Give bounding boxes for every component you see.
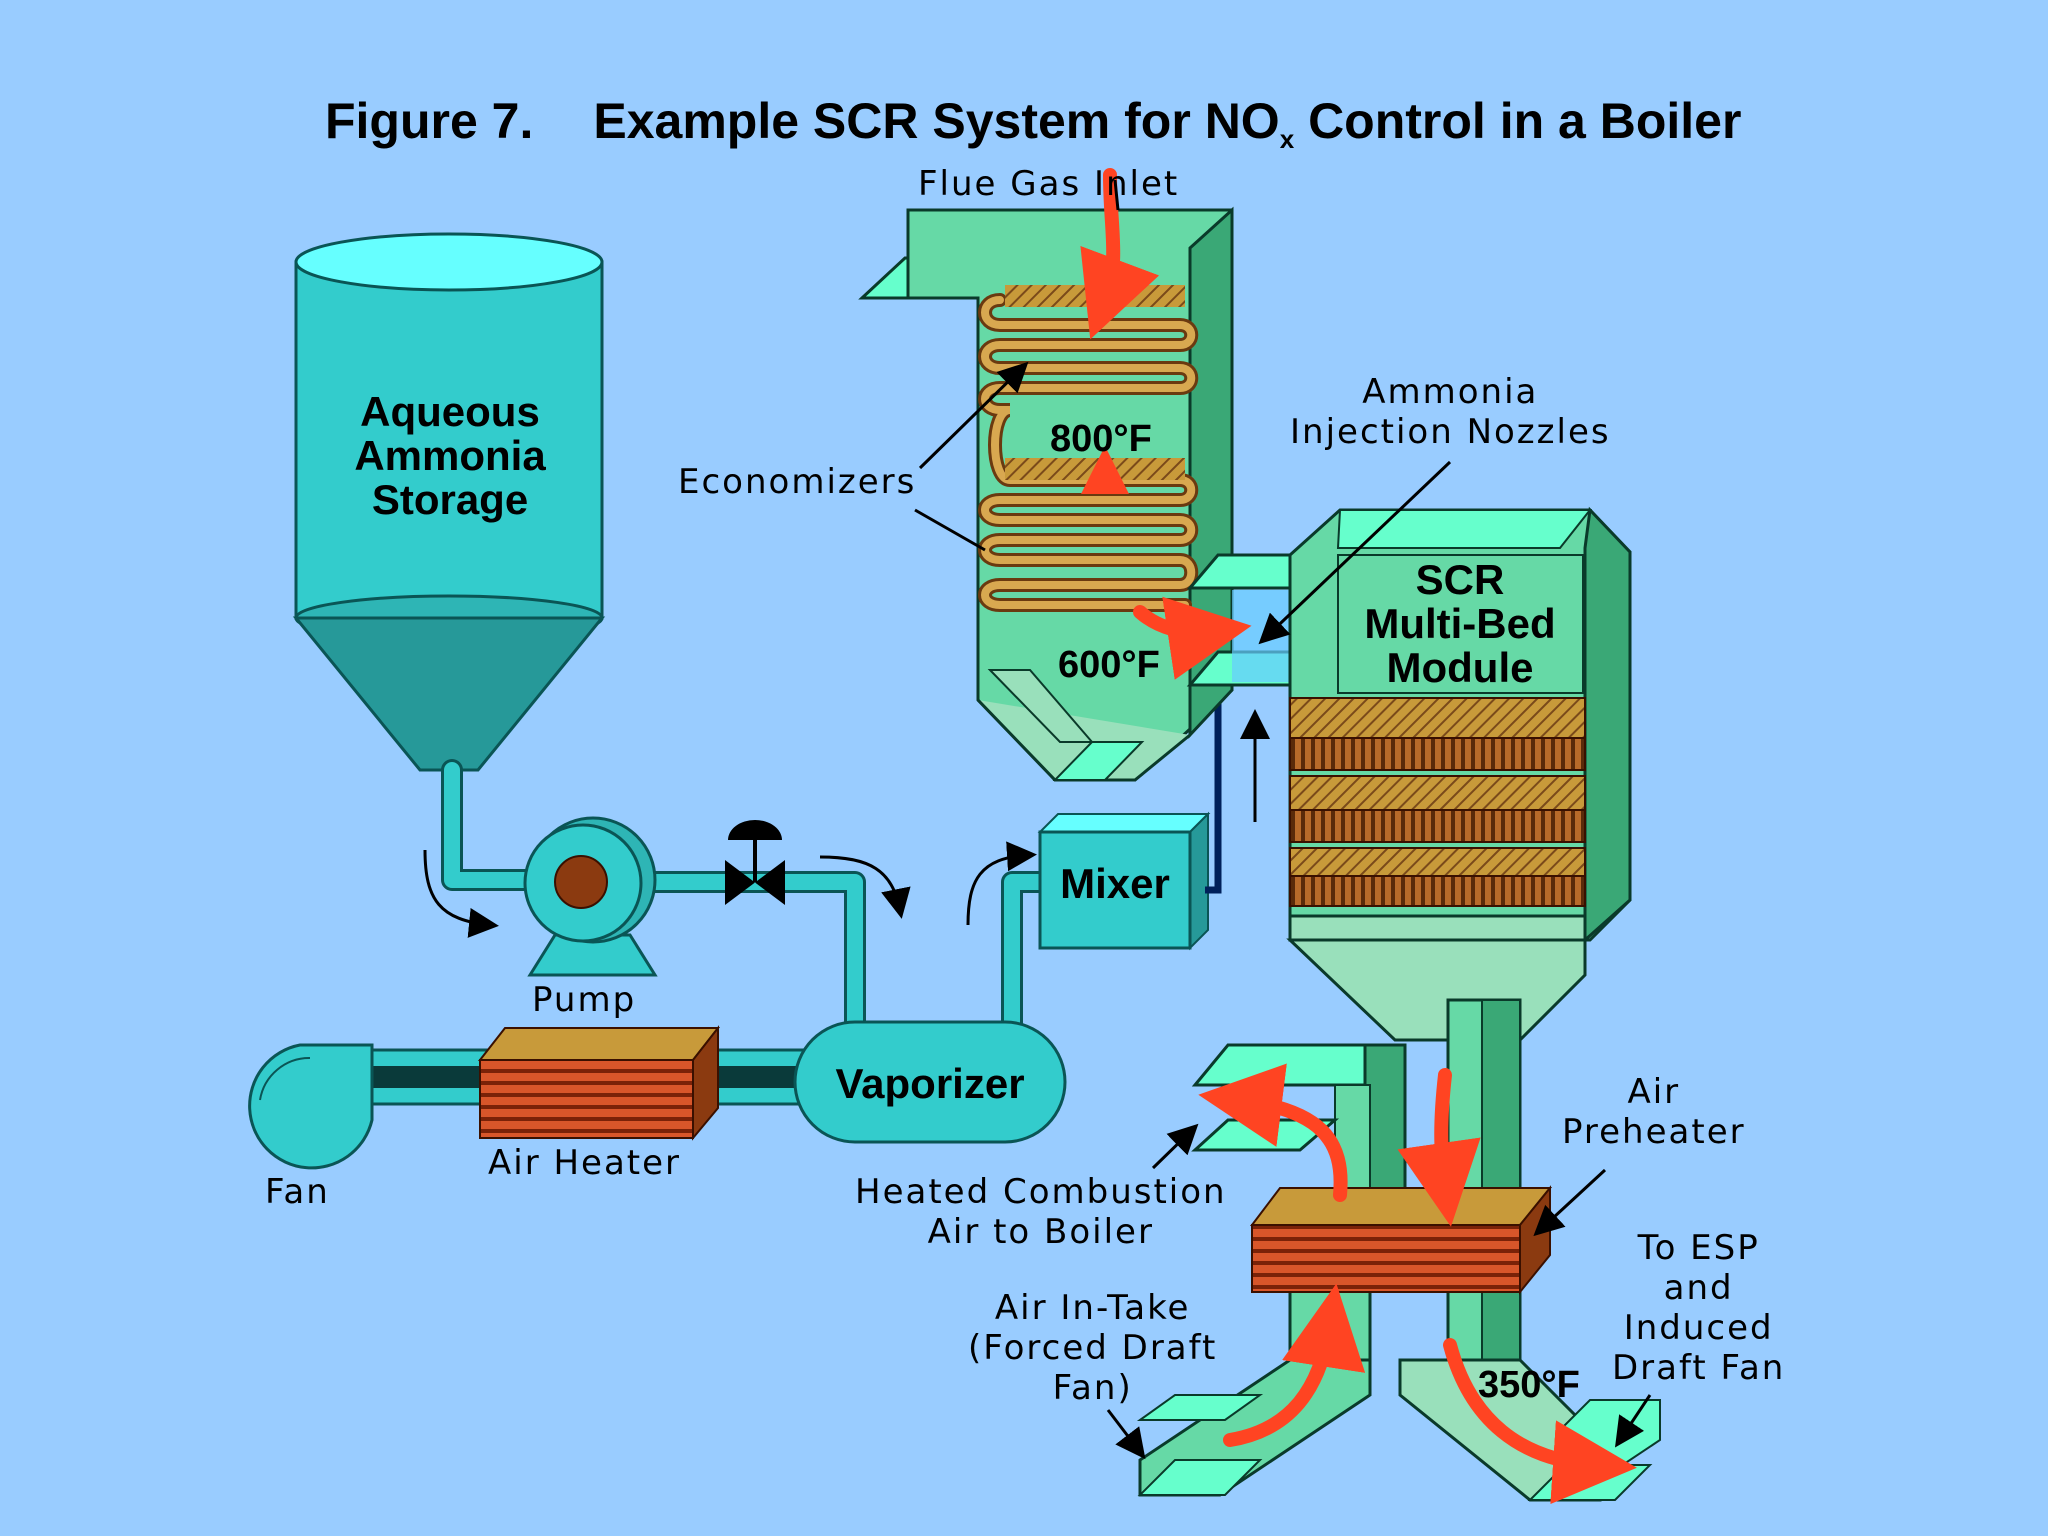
ammonia-storage-tank [292, 232, 606, 772]
storage-line-3: Storage [371, 476, 529, 523]
air-preheater-line-2: Preheater [1562, 1112, 1746, 1152]
air-preheater-line-1: Air [1627, 1072, 1681, 1112]
title-rest: Control in a Boiler [1294, 93, 1742, 149]
air-intake-line-1: Air In-Take [994, 1288, 1191, 1328]
air-preheater-label: Air Preheater [1562, 1072, 1746, 1152]
economizer-mid-plate [1005, 458, 1185, 480]
storage-line-1: Aqueous [360, 388, 540, 435]
pump [523, 816, 658, 977]
air-heater [477, 1025, 721, 1141]
mixer-label: Mixer [1060, 860, 1170, 907]
temp-350-label: 350°F [1478, 1364, 1580, 1406]
air-heater-label: Air Heater [488, 1143, 682, 1183]
figure-number: Figure 7. [325, 93, 534, 149]
flue-gas-inlet-label: Flue Gas Inlet [918, 164, 1180, 204]
fan-label: Fan [265, 1172, 330, 1212]
scr-module-line-1: SCR [1415, 556, 1505, 603]
pointer-arrows [423, 179, 1652, 1460]
ammonia-nozzles-line-1: Ammonia [1362, 372, 1539, 412]
air-intake-label: Air In-Take (Forced Draft Fan) [968, 1288, 1217, 1408]
title-subscript: x [1279, 124, 1295, 154]
pump-label: Pump [532, 980, 637, 1020]
air-preheater [1249, 1185, 1553, 1295]
control-valve [725, 820, 785, 905]
figure-title: Figure 7. Example SCR System for NOx Cont… [325, 92, 1741, 155]
to-esp-line-1: To ESP [1637, 1228, 1760, 1268]
to-esp-line-2: and [1663, 1268, 1734, 1308]
economizer-top-plate [1005, 285, 1185, 307]
vaporizer [793, 1020, 1067, 1144]
scr-reactor [1286, 506, 1632, 1042]
air-intake-line-2: (Forced Draft [968, 1328, 1218, 1368]
to-esp-line-4: Draft Fan [1612, 1348, 1786, 1388]
scr-module-label: SCR Multi-Bed Module [1335, 558, 1585, 690]
heated-air-line-1: Heated Combustion [855, 1172, 1227, 1212]
heated-air-label: Heated Combustion Air to Boiler [855, 1172, 1227, 1252]
scr-module-line-3: Module [1386, 644, 1534, 691]
title-main: Example SCR System for NO [593, 93, 1280, 149]
storage-label: Aqueous Ammonia Storage [330, 390, 570, 522]
temp-600-label: 600°F [1058, 644, 1160, 686]
ammonia-nozzles-line-2: Injection Nozzles [1290, 412, 1611, 452]
heated-air-line-2: Air to Boiler [927, 1212, 1154, 1252]
economizers-label: Economizers [678, 462, 917, 502]
scr-module-line-2: Multi-Bed [1364, 600, 1556, 647]
ammonia-nozzles-label: Ammonia Injection Nozzles [1290, 372, 1611, 452]
vaporizer-label: Vaporizer [835, 1060, 1025, 1107]
temp-800-label: 800°F [1050, 418, 1152, 460]
to-esp-label: To ESP and Induced Draft Fan [1612, 1228, 1785, 1388]
mixer [1037, 811, 1211, 951]
flue-gas-flow-arrows [1080, 168, 1637, 1505]
to-esp-line-3: Induced [1623, 1308, 1774, 1348]
air-intake-line-3: Fan) [1052, 1368, 1133, 1408]
storage-line-2: Ammonia [354, 432, 546, 479]
